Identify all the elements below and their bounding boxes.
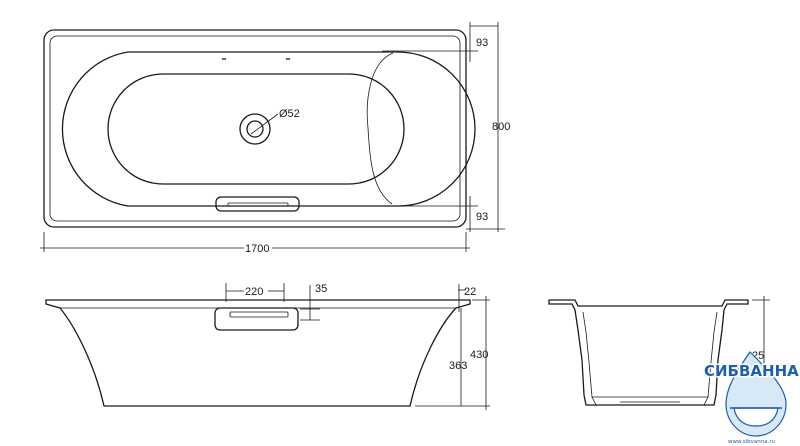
tub-end-inner-profile [582,311,718,398]
top-view-dimensions: 93 93 800 1700 [40,22,510,255]
drain-outer-ring [239,113,271,145]
tub-side-rim [45,299,471,309]
dim-handle-height: 35 [315,283,327,295]
side-view-dimensions: 220 35 22 430 363 [225,283,490,410]
tub-outer-rim [43,29,467,228]
handle-top-view [215,196,300,212]
side-view [45,299,471,407]
dim-handle-length: 220 [245,286,263,298]
end-view [548,299,749,406]
drain-inner-ring [246,120,264,138]
logo-url-text: www.sibvanna.ru [728,439,775,445]
tub-basin-floor [107,73,405,185]
tub-backrest-curve [366,52,394,205]
tub-end-feet [591,396,709,406]
tub-bowl-outline [61,51,476,207]
tub-end-outer-profile [548,299,749,406]
dim-overall-height: 430 [470,349,488,361]
dim-depth: 363 [449,360,467,372]
sibvanna-logo: СИБВАННА www.sibvanna.ru [703,351,800,445]
dim-width: 800 [492,121,510,133]
logo-bathtub-icon [733,407,779,427]
dim-length: 1700 [245,243,269,255]
handle-side-view [214,307,299,331]
top-view: Ø52 [43,29,476,228]
dim-bottom-offset: 93 [476,211,488,223]
tub-inner-rim [49,35,461,222]
dim-rim: 22 [464,286,476,298]
drain-diameter-label: Ø52 [279,108,300,120]
drain-leader-line [250,113,279,135]
tub-side-profile [59,307,457,407]
logo-brand-text: СИБВАННА [704,362,799,380]
dim-top-offset: 93 [476,37,488,49]
handle-slot-top-view [227,202,289,207]
handle-slot-side-view [229,311,289,318]
